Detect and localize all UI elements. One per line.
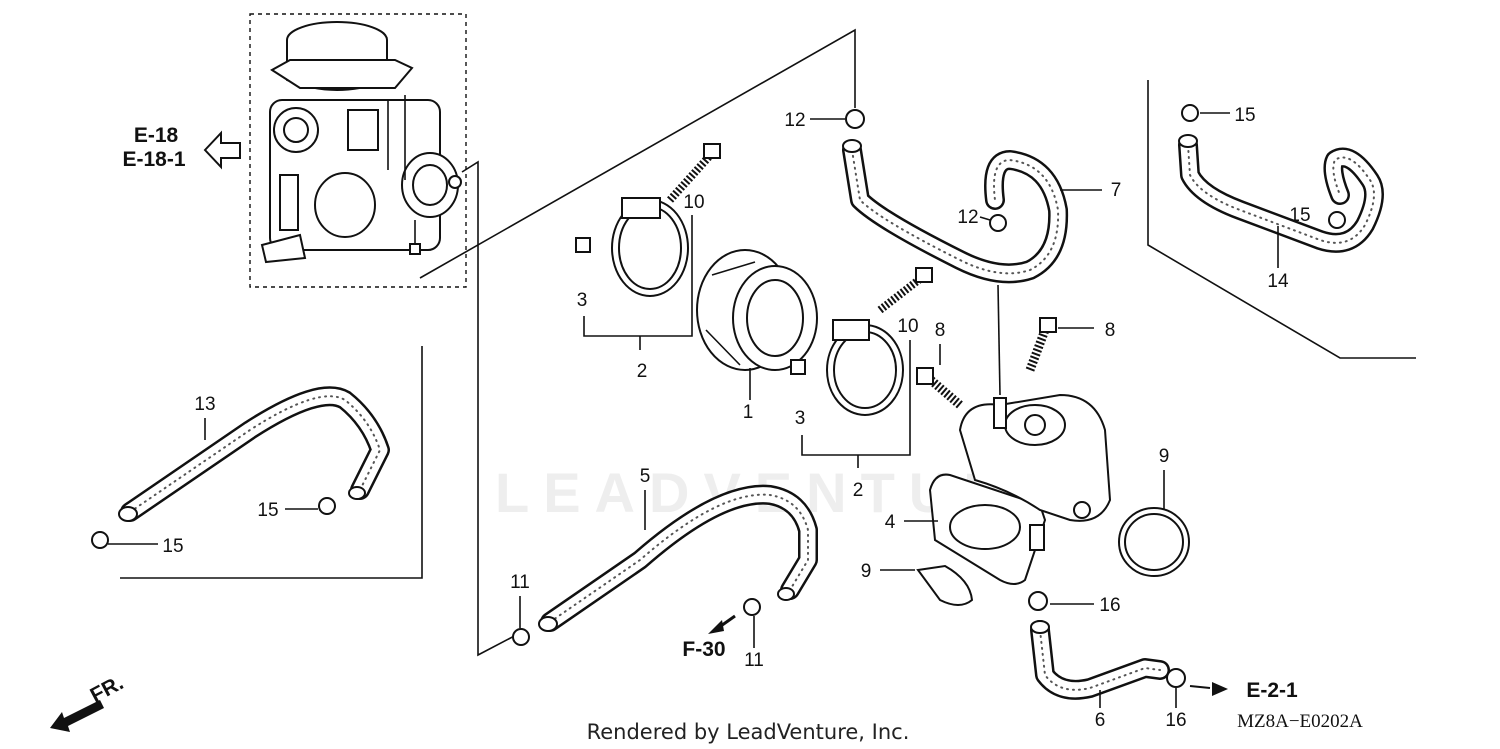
carburetor-assembly (249, 13, 467, 288)
callout-10[interactable]: 10 (683, 192, 704, 213)
callout-15[interactable]: 15 (1289, 205, 1310, 226)
ref-e2-1-label[interactable]: E-2-1 (1246, 679, 1298, 702)
callout-3[interactable]: 3 (577, 290, 588, 311)
callout-9[interactable]: 9 (861, 561, 872, 582)
callout-14[interactable]: 14 (1267, 271, 1289, 292)
clamp-11 (512, 628, 530, 646)
clamp-lower (790, 267, 933, 416)
leader-line (461, 160, 521, 657)
hose-14-group (1147, 80, 1416, 359)
callout-8[interactable]: 8 (1105, 320, 1116, 341)
callout-16[interactable]: 16 (1165, 710, 1186, 731)
callout-3[interactable]: 3 (795, 408, 806, 429)
callout-15[interactable]: 15 (1234, 105, 1255, 126)
rendered-by-credit: Rendered by LeadVenture, Inc. (587, 720, 910, 744)
callout-2[interactable]: 2 (853, 480, 864, 501)
arrow-left-icon (708, 620, 724, 634)
callout-4[interactable]: 4 (885, 512, 896, 533)
diagram-code: MZ8A−E0202A (1237, 711, 1363, 732)
callout-12[interactable]: 12 (957, 207, 978, 228)
callout-1[interactable]: 1 (743, 402, 754, 423)
callout-2[interactable]: 2 (637, 361, 648, 382)
front-direction-label: FR. (87, 671, 128, 707)
callout-11[interactable]: 11 (744, 650, 764, 671)
arrow-left-icon (203, 130, 241, 170)
arrow-right-icon (1212, 682, 1228, 696)
callout-16[interactable]: 16 (1099, 595, 1120, 616)
hose-6 (1028, 591, 1186, 700)
hose-7 (842, 109, 1069, 284)
front-direction-arrow-icon (50, 700, 104, 732)
callout-6[interactable]: 6 (1095, 710, 1106, 731)
hose-13-group (91, 346, 423, 579)
callout-9[interactable]: 9 (1159, 446, 1170, 467)
bolt-8 (916, 317, 1057, 409)
callout-13[interactable]: 13 (194, 394, 215, 415)
callout-10[interactable]: 10 (897, 316, 918, 337)
clamp-11 (743, 598, 761, 616)
clamp-upper (575, 143, 721, 297)
callout-15[interactable]: 15 (162, 536, 183, 557)
intake-boot (696, 249, 818, 371)
intake-manifold (928, 393, 1112, 585)
callout-8[interactable]: 8 (935, 320, 946, 341)
gasket-9 (916, 564, 974, 606)
callout-15[interactable]: 15 (257, 500, 278, 521)
ref-e18-1-label[interactable]: E-18-1 (122, 148, 185, 171)
ref-f30-label[interactable]: F-30 (682, 638, 725, 661)
hose-5 (538, 484, 818, 632)
callout-7[interactable]: 7 (1111, 180, 1122, 201)
callout-5[interactable]: 5 (640, 466, 651, 487)
callout-12[interactable]: 12 (784, 110, 805, 131)
ref-e18-label[interactable]: E-18 (134, 124, 179, 147)
callout-11[interactable]: 11 (510, 572, 530, 593)
leader-line (419, 28, 856, 279)
